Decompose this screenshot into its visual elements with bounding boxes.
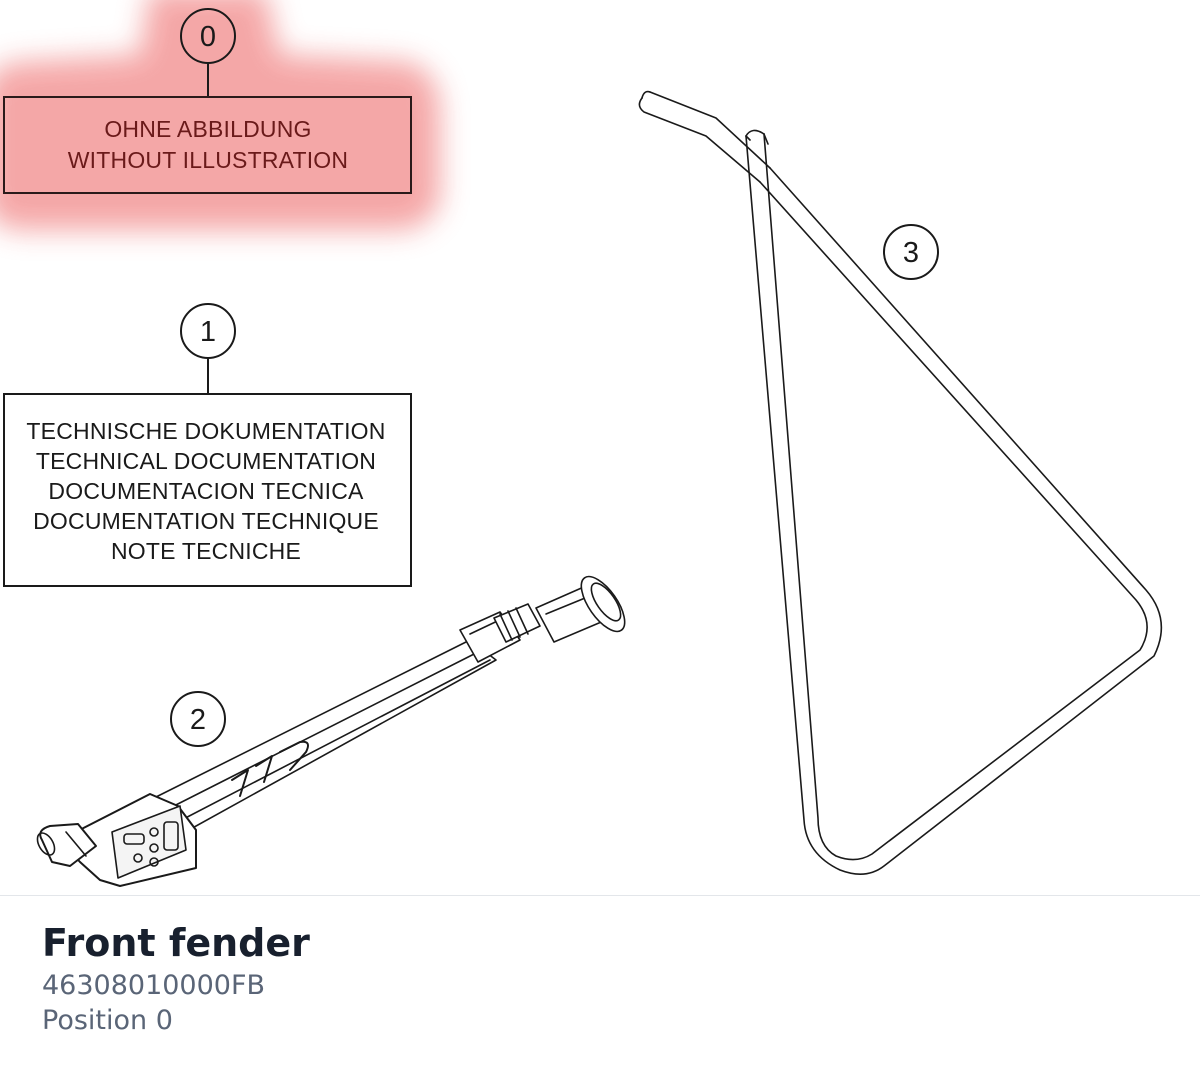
pump-illustration[interactable] <box>34 570 633 887</box>
position-3-callout[interactable]: 3 <box>883 224 939 280</box>
side-stand-illustration[interactable] <box>638 90 1163 875</box>
position-1-callout[interactable]: 1 TECHNISCHE DOKUMENTATION TECHNICAL DOC… <box>3 303 412 587</box>
position-3-number: 3 <box>903 237 919 269</box>
exploded-view-diagram: 0 OHNE ABBILDUNG WITHOUT ILLUSTRATION 1 … <box>0 0 1163 887</box>
position-1-label-line-5: NOTE TECNICHE <box>111 538 301 564</box>
part-title: Front fender <box>42 921 310 965</box>
info-divider <box>0 895 1200 896</box>
position-0-number: 0 <box>200 21 216 53</box>
part-number: 46308010000FB <box>42 970 266 1001</box>
position-0-callout[interactable]: 0 OHNE ABBILDUNG WITHOUT ILLUSTRATION <box>3 8 412 194</box>
position-1-label-line-4: DOCUMENTATION TECHNIQUE <box>33 508 379 534</box>
position-2-number: 2 <box>190 704 206 736</box>
position-1-label-line-3: DOCUMENTACION TECNICA <box>48 478 364 504</box>
position-3-bubble[interactable] <box>883 224 939 280</box>
position-1-label-line-2: TECHNICAL DOCUMENTATION <box>36 448 376 474</box>
position-0-highlight <box>0 0 440 230</box>
part-position: Position 0 <box>42 1005 173 1036</box>
position-2-bubble[interactable] <box>170 691 226 747</box>
position-0-label-line-2: WITHOUT ILLUSTRATION <box>68 147 348 173</box>
position-2-callout[interactable]: 2 <box>170 691 226 747</box>
position-0-label-line-1: OHNE ABBILDUNG <box>104 116 311 142</box>
position-1-number: 1 <box>200 316 216 348</box>
position-0-label-box <box>3 96 412 194</box>
position-1-label-box <box>3 393 412 587</box>
part-info-panel: Front fender 46308010000FB Position 0 <box>42 918 310 1038</box>
position-1-label-line-1: TECHNISCHE DOKUMENTATION <box>26 418 385 444</box>
